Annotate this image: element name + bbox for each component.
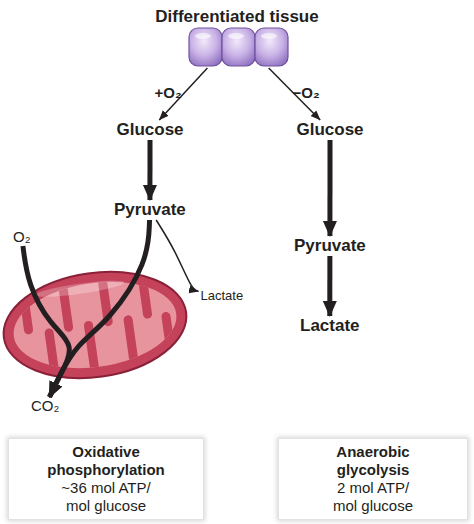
atp-yield: ~36 mol ATP/ mol glucose	[56, 479, 156, 515]
result-box: Oxidative phosphorylation~36 mol ATP/ mo…	[8, 438, 204, 520]
atp-yield: 2 mol ATP/ mol glucose	[323, 479, 423, 515]
metabolite-name: Lactate	[300, 316, 360, 336]
flow-arrow	[23, 246, 69, 397]
gas-name: O₂	[13, 228, 31, 246]
crista	[123, 315, 140, 374]
flow-arrow	[327, 140, 332, 236]
metabolite-name: Pyruvate	[114, 200, 186, 220]
edge-label: +O₂	[155, 84, 182, 102]
metabolite-node: Lactate	[298, 316, 362, 336]
flow-arrow	[147, 140, 152, 200]
mitochondrion	[0, 258, 193, 391]
flow-arrow	[159, 68, 207, 120]
membrane-highlight	[35, 278, 126, 300]
gas-node: O₂	[11, 228, 33, 246]
pathway-name: Oxidative phosphorylation	[41, 443, 171, 479]
metabolite-name: Lactate	[201, 288, 244, 304]
cell	[255, 28, 288, 66]
flow-arrow	[269, 68, 320, 120]
crista	[57, 274, 74, 333]
cell-highlight	[195, 33, 211, 39]
crista	[44, 328, 61, 384]
flow-arrow	[49, 220, 149, 397]
crista	[161, 311, 178, 367]
metabolite-name: Pyruvate	[294, 236, 366, 256]
result-box: Anaerobic glycolysis2 mol ATP/ mol gluco…	[278, 438, 468, 520]
crista	[96, 268, 113, 327]
metabolite-node: Pyruvate	[292, 236, 368, 256]
metabolite-name: Glucose	[117, 120, 184, 140]
crista	[136, 262, 153, 319]
cell	[222, 28, 255, 66]
metabolite-node: Pyruvate	[112, 200, 188, 220]
tissue-cells	[189, 28, 288, 66]
node-heading: Differentiated tissue	[147, 4, 327, 27]
gas-name: CO₂	[31, 397, 59, 415]
tissue-group: Differentiated tissue	[147, 4, 327, 68]
flow-arrow	[156, 220, 198, 291]
cell-highlight	[228, 33, 244, 39]
gas-node: CO₂	[29, 397, 61, 415]
pathway-name: Anaerobic glycolysis	[308, 443, 438, 479]
crista	[17, 279, 34, 335]
metabolite-node: Glucose	[295, 120, 366, 140]
flow-arrow	[327, 256, 332, 316]
metabolite-node: Lactate	[199, 288, 246, 304]
cell	[189, 28, 222, 66]
metabolite-name: Glucose	[297, 120, 364, 140]
metabolite-node: Glucose	[115, 120, 186, 140]
crista	[83, 320, 100, 379]
edge-label: −O₂	[293, 84, 320, 102]
cell-highlight	[261, 33, 277, 39]
outer-membrane	[0, 261, 193, 390]
cristae	[17, 260, 178, 387]
